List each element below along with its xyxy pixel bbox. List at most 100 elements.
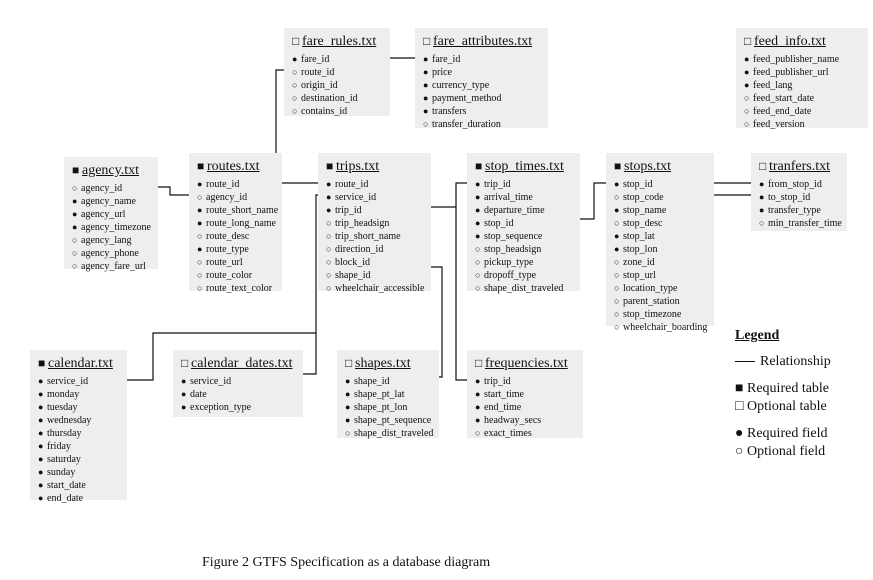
field-name: to_stop_id [768,192,811,203]
filled-circle-icon: ● [197,244,203,254]
field-row: ●arrival_time [475,191,574,204]
field-name: headway_secs [484,415,542,426]
field-row: ○zone_id [614,256,708,269]
table-calendar: ■calendar.txt●service_id●monday●tuesday●… [30,350,127,504]
field-row: ●stop_lat [614,230,708,243]
field-row: ●route_id [197,178,276,191]
empty-circle-icon: ○ [292,67,298,77]
field-name: stop_url [623,270,656,281]
field-name: currency_type [432,80,490,91]
legend-required-field: ●Required field [735,426,828,441]
filled-circle-icon: ● [475,218,481,228]
field-row: ●payment_method [423,92,542,105]
field-name: friday [47,441,71,452]
field-name: route_type [206,244,249,255]
empty-circle-icon: ○ [614,257,620,267]
empty-circle-icon: ○ [326,244,332,254]
field-name: stop_headsign [484,244,542,255]
table-title: □tranfers.txt [759,159,831,174]
filled-square-icon: ■ [614,159,622,173]
field-row: ●route_short_name [197,204,279,217]
empty-circle-icon: ○ [744,119,750,129]
filled-square-icon: ■ [735,381,744,396]
field-row: ○stop_desc [614,217,708,230]
field-name: thursday [47,428,82,439]
field-name: feed_end_date [753,106,812,117]
filled-circle-icon: ● [38,480,44,490]
empty-circle-icon: ○ [292,80,298,90]
field-name: direction_id [335,244,384,255]
field-name: pickup_type [484,257,534,268]
relationship-line-icon [735,361,755,363]
field-name: stop_code [623,192,664,203]
empty-circle-icon: ○ [326,283,332,293]
field-row: ○dropoff_type [475,269,574,282]
field-row: ●agency_url [72,208,152,221]
field-name: route_short_name [206,205,279,216]
field-name: route_id [301,67,335,78]
field-row: ○min_transfer_time [759,217,842,230]
filled-circle-icon: ● [326,179,332,189]
empty-circle-icon: ○ [197,270,203,280]
empty-square-icon: □ [475,356,483,370]
field-row: ○trip_headsign [326,217,425,230]
field-row: ●fare_id [292,53,384,66]
filled-circle-icon: ● [181,389,187,399]
table-title: ■agency.txt [72,163,140,178]
filled-circle-icon: ● [345,376,351,386]
field-row: ○stop_url [614,269,708,282]
field-name: arrival_time [484,192,533,203]
filled-circle-icon: ● [345,415,351,425]
field-name: min_transfer_time [768,218,842,229]
field-row: ●stop_sequence [475,230,574,243]
field-name: shape_pt_sequence [354,415,432,426]
field-name: exception_type [190,402,252,413]
field-row: ○contains_id [292,105,384,118]
field-row: ●agency_timezone [72,221,152,234]
field-name: zone_id [623,257,655,268]
field-row: ●monday [38,388,121,401]
field-row: ○feed_version [744,118,862,131]
field-row: ○shape_dist_traveled [345,427,433,440]
empty-square-icon: □ [181,356,189,370]
empty-circle-icon: ○ [197,192,203,202]
field-name: block_id [335,257,370,268]
empty-circle-icon: ○ [345,428,351,438]
table-title: □calendar_dates.txt [181,356,293,371]
field-row: ○route_text_color [197,282,276,295]
field-name: agency_lang [81,235,132,246]
table-title: ■routes.txt [197,159,260,174]
legend-required-table: ■Required table [735,381,830,396]
figure-caption: Figure 2 GTFS Specification as a databas… [202,555,491,570]
filled-square-icon: ■ [72,163,80,177]
field-name: agency_id [81,183,123,194]
field-row: ●agency_name [72,195,152,208]
field-row: ●stop_id [614,178,708,191]
field-row: ●feed_publisher_url [744,66,862,79]
field-name: route_url [206,257,243,268]
filled-circle-icon: ● [345,389,351,399]
field-row: ○destination_id [292,92,384,105]
empty-circle-icon: ○ [614,309,620,319]
field-name: feed_publisher_name [753,54,840,65]
field-name: agency_url [81,209,126,220]
field-name: feed_start_date [753,93,815,104]
field-name: fare_id [432,54,461,65]
field-row: ●from_stop_id [759,178,841,191]
field-name: shape_dist_traveled [354,428,434,439]
empty-circle-icon: ○ [735,444,744,459]
table-title: □fare_rules.txt [292,34,377,49]
empty-circle-icon: ○ [197,283,203,293]
field-row: ○wheelchair_accessible [326,282,425,295]
table-title: ■calendar.txt [38,356,113,371]
field-name: route_long_name [206,218,276,229]
filled-circle-icon: ● [614,205,620,215]
field-row: ○route_desc [197,230,276,243]
field-name: from_stop_id [768,179,822,190]
field-name: agency_name [81,196,136,207]
field-name: shape_pt_lon [354,402,408,413]
field-name: feed_lang [753,80,793,91]
empty-circle-icon: ○ [475,244,481,254]
empty-circle-icon: ○ [614,218,620,228]
field-row: ●stop_name [614,204,708,217]
